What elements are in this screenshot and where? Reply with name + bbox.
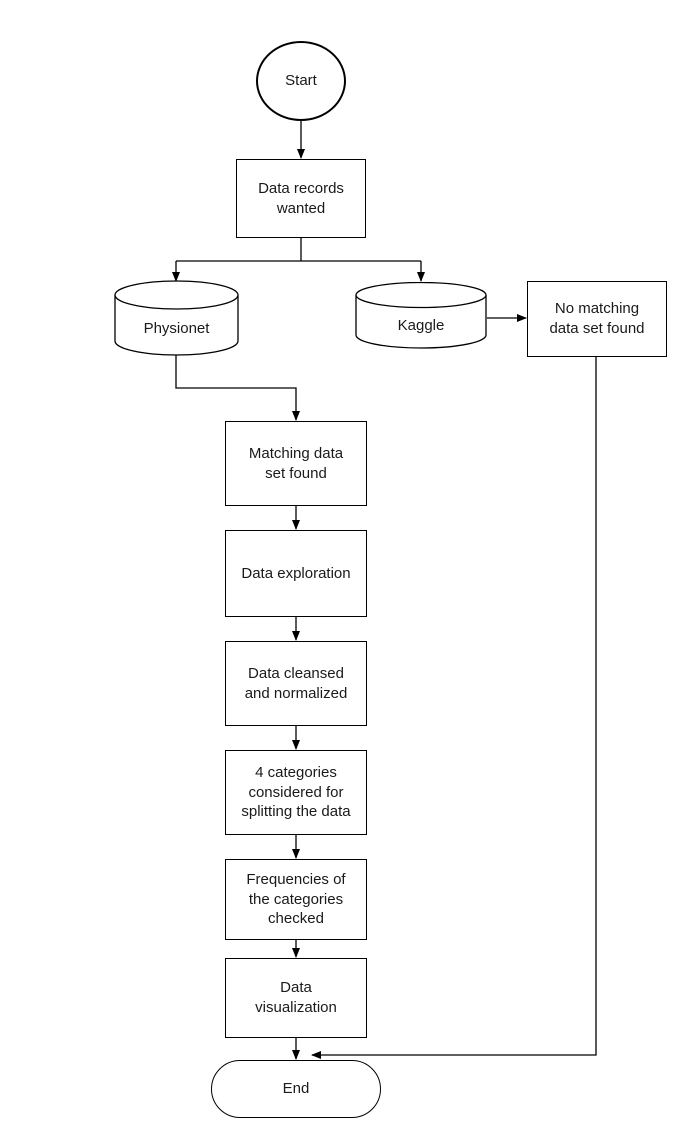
node-data-exploration-label: Data exploration [241, 564, 351, 582]
node-data-cleansed-label: Data cleansed and normalized [244, 664, 348, 702]
node-start[interactable]: Start [256, 41, 346, 121]
node-data-visualization-label: Data visualization [255, 979, 337, 1016]
node-data-exploration[interactable]: Data exploration [225, 530, 367, 617]
node-kaggle[interactable]: Kaggle [355, 282, 487, 349]
node-data-visualization[interactable]: Data visualization [225, 958, 367, 1038]
node-four-categories[interactable]: 4 categories considered for splitting th… [225, 750, 367, 835]
node-kaggle-label: Kaggle [397, 316, 445, 334]
node-end-label: End [282, 1080, 310, 1098]
node-no-matching-label: No matching data set found [549, 300, 645, 337]
node-physionet-label: Physionet [143, 320, 210, 338]
node-data-cleansed-and-normalized[interactable]: Data cleansed and normalized [225, 641, 367, 726]
node-matching-found-label: Matching data set found [248, 444, 344, 482]
cylinder-shape-physionet [114, 280, 239, 356]
node-no-matching-data-set-found[interactable]: No matching data set found [527, 281, 667, 357]
node-start-label: Start [285, 72, 317, 90]
node-frequencies-checked-label: Frequencies of the categories checked [246, 870, 346, 928]
edge-physionet-to-matching [175, 355, 300, 421]
node-four-categories-label: 4 categories considered for splitting th… [241, 763, 351, 821]
node-end[interactable]: End [211, 1060, 381, 1118]
node-data-records-wanted[interactable]: Data records wanted [236, 159, 366, 238]
node-data-records-wanted-label: Data records wanted [258, 179, 344, 217]
cylinder-shape-kaggle [355, 282, 487, 349]
node-matching-data-set-found[interactable]: Matching data set found [225, 421, 367, 506]
node-physionet[interactable]: Physionet [114, 280, 239, 356]
node-frequencies-checked[interactable]: Frequencies of the categories checked [225, 859, 367, 940]
